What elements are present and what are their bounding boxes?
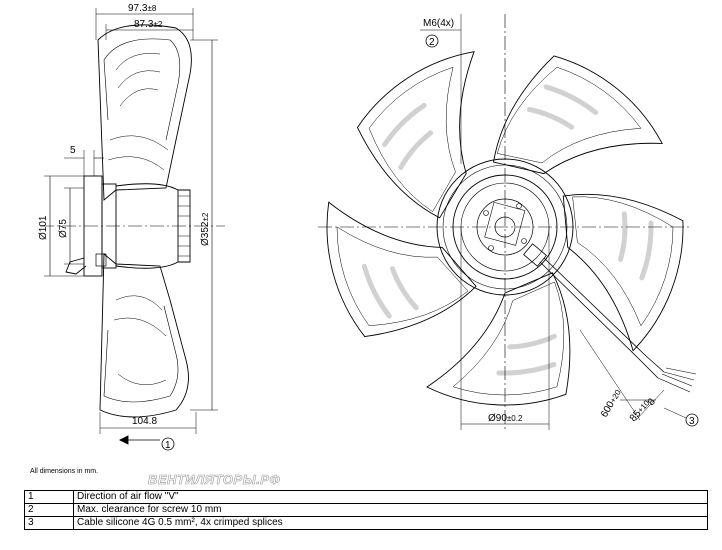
blade-upper [97, 24, 192, 201]
dim-hub-depth: 87.3±2 [134, 19, 163, 30]
legend-text: Cable silicone 4G 0.5 mm², 4x crimped sp… [73, 516, 708, 530]
legend-number: 2 [24, 503, 74, 517]
blade-slot [618, 211, 628, 263]
front-view [318, 14, 699, 432]
legend-row: 1 Direction of air flow "V" [24, 490, 708, 504]
impeller-blades [326, 51, 684, 406]
blade-outline [356, 51, 475, 219]
callout-1: 1 [165, 440, 171, 451]
dim-overall-depth: 97.3±8 [128, 3, 157, 14]
dimensions-note: All dimensions in mm. [30, 468, 99, 475]
blade-slot [543, 84, 599, 116]
blade-outline [326, 201, 477, 338]
dim-hub-dia: Ø90±0.2 [488, 413, 523, 424]
blade-outline [562, 193, 684, 352]
blade-slot [639, 220, 654, 281]
blade-inner-edge [496, 66, 642, 164]
rotor-hub [436, 158, 574, 296]
blade-slot [382, 102, 427, 148]
legend-table: 1 Direction of air flow "V" 2 Max. clear… [24, 490, 708, 530]
blade-outline [426, 272, 571, 406]
dim-cable-length: 600+20 [599, 387, 624, 419]
power-cable [539, 261, 659, 379]
blade-slot [526, 107, 575, 130]
legend-row: 2 Max. clearance for screw 10 mm [24, 503, 708, 517]
legend-row: 3 Cable silicone 4G 0.5 mm², 4x crimped … [24, 516, 708, 530]
technical-drawing: 97.3±8 87.3±2 5 Ø101 Ø75 Ø352±2 104.8 1 [38, 3, 699, 451]
legend-number: 3 [24, 516, 74, 530]
blade-inner-edge [368, 66, 456, 212]
legend-text: Direction of air flow "V" [73, 490, 708, 504]
side-view [40, 8, 225, 451]
screw-label: M6(4x) [423, 18, 454, 29]
watermark: ВЕНТИЛЯТОРЫ.РФ [148, 472, 281, 488]
dim-dia-75: Ø75 [58, 219, 69, 238]
dim-splice-length: 8 [646, 396, 658, 408]
blade-lower [99, 253, 189, 418]
blade-slot [507, 333, 557, 350]
dim-blade-depth: 104.8 [132, 416, 157, 427]
dim-dia-101: Ø101 [38, 215, 49, 240]
blade-slot [389, 266, 419, 311]
blade-outline [493, 55, 663, 175]
cable-gland [65, 257, 87, 275]
callout-2: 2 [429, 37, 435, 48]
blade-inner-edge [336, 226, 469, 327]
legend-text: Max. clearance for screw 10 mm [73, 503, 708, 517]
legend-number: 1 [24, 490, 74, 504]
blade-slot [398, 130, 434, 171]
dim-dia-352: Ø352±2 [200, 212, 211, 246]
blade-slot [496, 362, 557, 376]
dim-flange: 5 [70, 145, 76, 156]
blade-slot [361, 263, 392, 319]
callout-3: 3 [689, 416, 695, 427]
